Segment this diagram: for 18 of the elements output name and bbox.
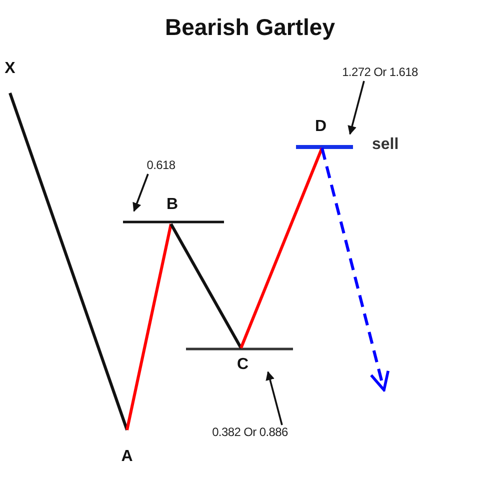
price-line bbox=[240, 147, 324, 349]
ratio-label: 1.272 Or 1.618 bbox=[342, 65, 418, 79]
price-line bbox=[126, 224, 172, 430]
signal-label: sell bbox=[372, 136, 399, 154]
point-label: D bbox=[315, 118, 327, 136]
point-label: A bbox=[121, 448, 133, 466]
ratio-label: 0.382 Or 0.886 bbox=[212, 425, 288, 439]
price-line bbox=[170, 223, 242, 349]
title: Bearish Gartley bbox=[164, 14, 336, 41]
price-line bbox=[8, 92, 128, 430]
arrow bbox=[132, 174, 149, 212]
point-label: C bbox=[237, 356, 249, 374]
arrow bbox=[348, 80, 365, 135]
ratio-label: 0.618 bbox=[146, 158, 176, 172]
dashed-arrow bbox=[320, 148, 390, 392]
point-label: B bbox=[166, 196, 178, 214]
arrow bbox=[266, 371, 283, 426]
point-label: X bbox=[4, 60, 16, 78]
